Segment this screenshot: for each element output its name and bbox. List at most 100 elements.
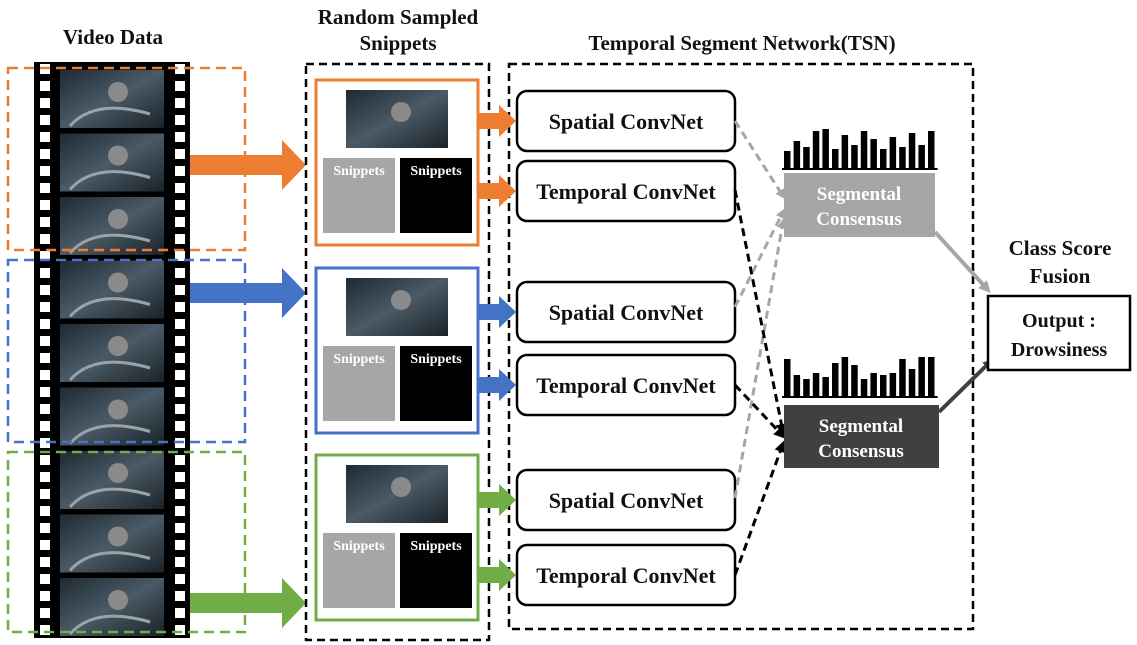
score-bar [899,359,906,397]
spatial-convnet-label: Spatial ConvNet [549,109,704,134]
score-bar [841,135,849,169]
score-bar [889,137,897,169]
steering-wheel [68,170,151,191]
driver-head [391,102,411,122]
sprocket-hole [175,98,185,108]
score-bar [870,139,877,169]
sprocket-hole [175,132,185,142]
temporal-convnet-label: Temporal ConvNet [536,179,716,204]
sprocket-hole [40,302,50,312]
driver-head [391,477,411,497]
arrow-to-spatial-convnet [478,105,516,137]
steering-wheel [68,233,151,255]
header-random-sampled: Random Sampled [318,5,479,29]
output-line1: Output : [1022,310,1096,332]
sprocket-hole [175,268,185,278]
sprocket-hole [175,455,185,465]
sprocket-hole [175,285,185,295]
driver-head [108,590,128,610]
steering-wheel [68,551,151,572]
sprocket-hole [175,404,185,414]
arrow-to-spatial-convnet [478,484,516,516]
sprocket-hole [175,251,185,261]
sprocket-hole [175,183,185,193]
score-bar [889,373,897,397]
header-fusion: Fusion [1030,264,1091,288]
sprocket-hole [40,268,50,278]
sprocket-hole [40,608,50,618]
sprocket-hole [175,608,185,618]
sprocket-hole [40,557,50,567]
sprocket-hole [175,302,185,312]
snippet-label: Snippets [333,164,385,179]
snippet-label: Snippets [410,539,462,554]
steering-wheel [68,360,151,382]
consensus-box-bottom [784,405,939,468]
driver-head [108,82,128,102]
score-bar [784,151,791,169]
sprocket-hole [175,489,185,499]
temporal-convnet-label: Temporal ConvNet [536,373,716,398]
sprocket-hole [175,370,185,380]
score-bar [870,373,877,397]
sprocket-hole [40,591,50,601]
score-bar [851,365,858,397]
score-bar [908,133,916,169]
sprocket-hole [175,523,185,533]
sprocket-hole [40,200,50,210]
sprocket-hole [175,421,185,431]
consensus-top-line2: Consensus [816,209,902,230]
score-bar [928,131,935,169]
score-bar [793,375,801,397]
output-box [986,294,1132,372]
sprocket-hole [40,166,50,176]
sprocket-hole [40,115,50,125]
score-bar [918,357,925,397]
sprocket-hole [40,387,50,397]
sprocket-hole [40,81,50,91]
score-bar [918,145,925,169]
sprocket-hole [175,166,185,176]
sprocket-hole [40,336,50,346]
score-bar [812,131,820,169]
video-group-blue [6,258,247,444]
sprocket-hole [175,149,185,159]
header-class-score: Class Score [1009,236,1112,260]
sprocket-hole [40,353,50,363]
steering-wheel [68,297,151,318]
consensus-top-line1: Segmental [817,184,901,205]
sprocket-hole [40,149,50,159]
sprocket-hole [175,234,185,244]
snippet-flow-x [323,533,395,608]
score-bars-bottom [782,357,938,398]
sprocket-hole [40,540,50,550]
snippet-label: Snippets [333,539,385,554]
score-bar [784,359,791,397]
sprocket-hole [175,353,185,363]
output-line2: Drowsiness [1011,339,1108,361]
snippet-label: Snippets [410,352,462,367]
snippet-group: Snippets Snippets [314,453,480,622]
arrow-to-temporal-convnet [478,559,516,591]
score-bar [803,379,810,397]
score-bar [860,131,868,169]
driver-head [108,463,128,483]
score-bar [793,141,801,169]
score-bar [803,147,810,169]
snippet-label: Snippets [333,352,385,367]
sprocket-hole [40,506,50,516]
steering-wheel [68,106,151,128]
sprocket-hole [175,81,185,91]
score-bar [908,369,916,397]
header-tsn: Temporal Segment Network(TSN) [588,31,895,55]
sprocket-hole [40,574,50,584]
sprocket-hole [175,115,185,125]
tsn-container [507,62,975,631]
score-bar [822,129,829,169]
sprocket-hole [40,438,50,448]
sprocket-hole [40,251,50,261]
score-bars-top [782,129,938,170]
header-snippets: Snippets [359,31,436,55]
arrow-consensus-top-output [933,230,991,293]
